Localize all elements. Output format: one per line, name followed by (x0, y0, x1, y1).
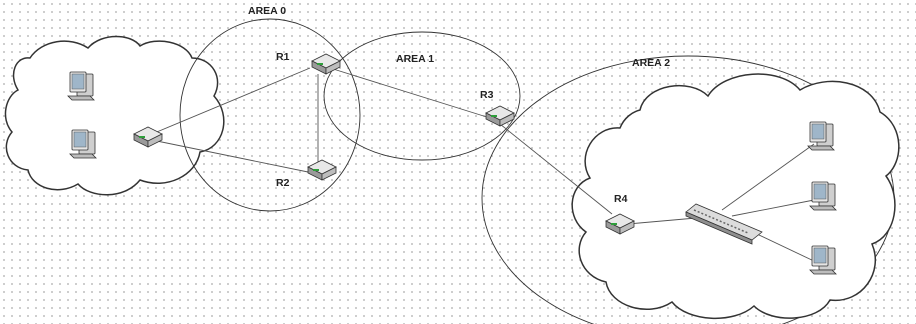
area-0-boundary (179, 18, 361, 212)
link-r3-r4 (499, 123, 613, 215)
workstation-icon (809, 245, 837, 275)
link-switch-pc1 (721, 143, 815, 211)
area-1-boundary (323, 31, 521, 161)
link-switch-pc2 (731, 199, 815, 217)
area-0-label: AREA 0 (248, 5, 286, 17)
workstation-icon (809, 181, 837, 211)
router-icon (485, 105, 515, 127)
router-label-r4: R4 (614, 193, 628, 205)
links (151, 67, 817, 263)
router-icon (311, 53, 341, 75)
link-left-router-r2 (151, 139, 309, 173)
link-r1-r3 (329, 67, 491, 119)
workstation-icon (807, 121, 835, 151)
left-network-cloud (4, 35, 225, 196)
router-icon (307, 159, 337, 181)
router-label-r3: R3 (480, 89, 494, 101)
link-left-router-r1 (151, 67, 311, 135)
link-r4-switch (627, 217, 697, 225)
router-label-r1: R1 (276, 51, 290, 63)
workstation-icon (67, 71, 95, 101)
area-2-label: AREA 2 (632, 57, 670, 69)
router-label-r2: R2 (276, 177, 290, 189)
workstation-icon (69, 129, 97, 159)
area-1-label: AREA 1 (396, 53, 434, 65)
